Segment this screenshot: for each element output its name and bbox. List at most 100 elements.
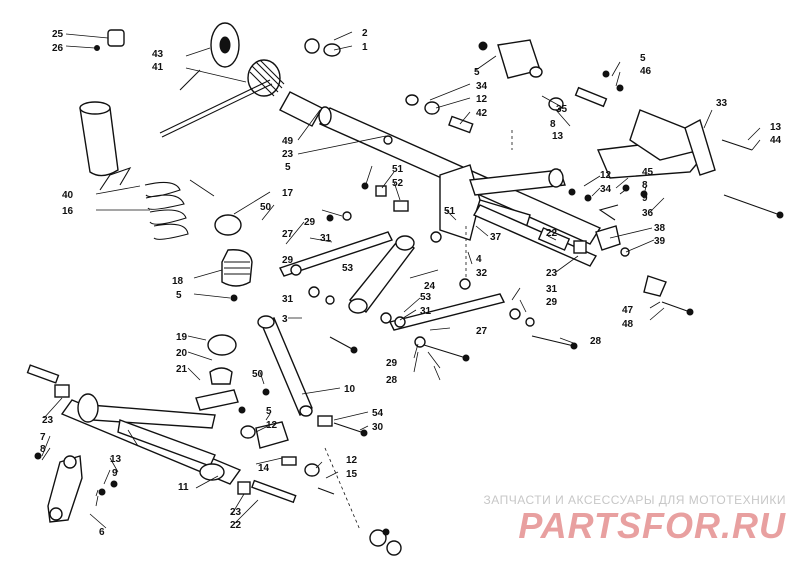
- bolts: [317, 139, 784, 495]
- callout-23a: 23: [282, 149, 294, 160]
- callout-45: 45: [642, 167, 654, 178]
- callout-22b: 22: [230, 520, 242, 531]
- callout-42: 42: [476, 108, 488, 119]
- hardware-right: [595, 225, 694, 316]
- watermark-tagline: ЗАПЧАСТИ И АКСЕССУАРЫ ДЛЯ МОТОТЕХНИКИ: [483, 493, 786, 507]
- callout-8c: 8: [642, 180, 648, 191]
- callout-8a: 8: [40, 444, 46, 455]
- leader-lines: [41, 31, 761, 529]
- callout-53a: 53: [342, 263, 354, 274]
- callout-25: 25: [52, 29, 64, 40]
- callout-36: 36: [642, 208, 654, 219]
- callout-27a: 27: [282, 229, 294, 240]
- bushings-34-12-42: [405, 66, 608, 134]
- callout-23b: 23: [546, 268, 558, 279]
- callout-23d: 23: [230, 507, 242, 518]
- callout-5b: 5: [640, 53, 646, 64]
- callout-20: 20: [176, 348, 188, 359]
- callout-labels: 1 2 3 4 5 5 5 5 5 6 7 8 8 8 9 9 10 11 12…: [40, 28, 782, 538]
- callout-38: 38: [654, 223, 666, 234]
- callout-37: 37: [490, 232, 502, 243]
- callout-24: 24: [424, 281, 436, 292]
- callout-35: 35: [556, 104, 568, 115]
- callout-50b: 50: [252, 369, 264, 380]
- callout-23c: 23: [42, 415, 54, 426]
- bumper-17-18: [214, 214, 253, 287]
- callout-2: 2: [362, 28, 368, 39]
- callout-5d: 5: [176, 290, 182, 301]
- link-6: [47, 455, 83, 523]
- callout-32: 32: [476, 268, 488, 279]
- callout-9b: 9: [112, 468, 118, 479]
- small-hardware: [34, 45, 648, 496]
- callout-27b: 27: [476, 326, 488, 337]
- callout-13a: 13: [552, 131, 564, 142]
- callout-31d: 31: [546, 284, 558, 295]
- callout-48: 48: [622, 319, 634, 330]
- shock-absorber-24: [348, 235, 415, 314]
- callout-5c: 5: [285, 162, 291, 173]
- callout-39: 39: [654, 236, 666, 247]
- torsion-spring-assembly: [107, 22, 341, 138]
- callout-34a: 34: [476, 81, 488, 92]
- watermark: ЗАПЧАСТИ И АКСЕССУАРЫ ДЛЯ МОТОТЕХНИКИ PA…: [484, 493, 786, 547]
- bolt-30-spacer-54: [317, 415, 368, 437]
- callout-31a: 31: [320, 233, 332, 244]
- callout-34b: 34: [600, 184, 612, 195]
- callout-9a: 9: [642, 193, 648, 204]
- callout-21: 21: [176, 364, 188, 375]
- callout-12a: 12: [476, 94, 488, 105]
- front-a-arm: [26, 364, 242, 485]
- callout-28a: 28: [590, 336, 602, 347]
- callout-49: 49: [282, 136, 294, 147]
- bottom-cluster: [369, 528, 402, 556]
- callout-3: 3: [282, 314, 288, 325]
- callout-51b: 51: [444, 206, 456, 217]
- callout-11: 11: [178, 482, 189, 493]
- callout-43: 43: [152, 49, 164, 60]
- callout-54: 54: [372, 408, 384, 419]
- callout-19: 19: [176, 332, 188, 343]
- shock-absorber-10: [257, 315, 313, 417]
- shock-absorber-40: [79, 101, 189, 240]
- callout-31c: 31: [420, 306, 432, 317]
- callout-14: 14: [258, 463, 270, 474]
- callout-29d: 29: [386, 358, 398, 369]
- bracket-33: [596, 109, 716, 179]
- callout-47: 47: [622, 305, 634, 316]
- callout-13b: 13: [770, 122, 782, 133]
- callout-18: 18: [172, 276, 184, 287]
- callout-15: 15: [346, 469, 358, 480]
- callout-4: 4: [476, 254, 482, 265]
- callout-26: 26: [52, 43, 64, 54]
- callout-29c: 29: [546, 297, 558, 308]
- callout-53b: 53: [420, 292, 432, 303]
- arms-27: [279, 231, 506, 331]
- callout-41: 41: [152, 62, 164, 73]
- callout-44: 44: [770, 135, 782, 146]
- callout-10: 10: [344, 384, 356, 395]
- callout-12b: 12: [600, 170, 612, 181]
- watermark-logo: PARTSFOR.RU: [518, 505, 786, 546]
- parts-19-20-21: [195, 334, 239, 411]
- callout-13c: 13: [110, 454, 122, 465]
- callout-5e: 5: [266, 406, 272, 417]
- callout-5a: 5: [474, 67, 480, 78]
- callout-8b: 8: [550, 119, 556, 130]
- callout-29a: 29: [304, 217, 316, 228]
- callout-40: 40: [62, 190, 74, 201]
- callout-46: 46: [640, 66, 652, 77]
- callout-17: 17: [282, 188, 294, 199]
- callout-50a: 50: [260, 202, 272, 213]
- callout-12c: 12: [266, 420, 278, 431]
- lower-bushings-12-14-15: [237, 421, 320, 504]
- lower-rear-shaft: [472, 204, 598, 267]
- callout-30: 30: [372, 422, 384, 433]
- callout-52: 52: [392, 178, 404, 189]
- callout-16: 16: [62, 206, 74, 217]
- callout-28b: 28: [386, 375, 398, 386]
- callout-33: 33: [716, 98, 728, 109]
- guide-lines: [99, 69, 619, 531]
